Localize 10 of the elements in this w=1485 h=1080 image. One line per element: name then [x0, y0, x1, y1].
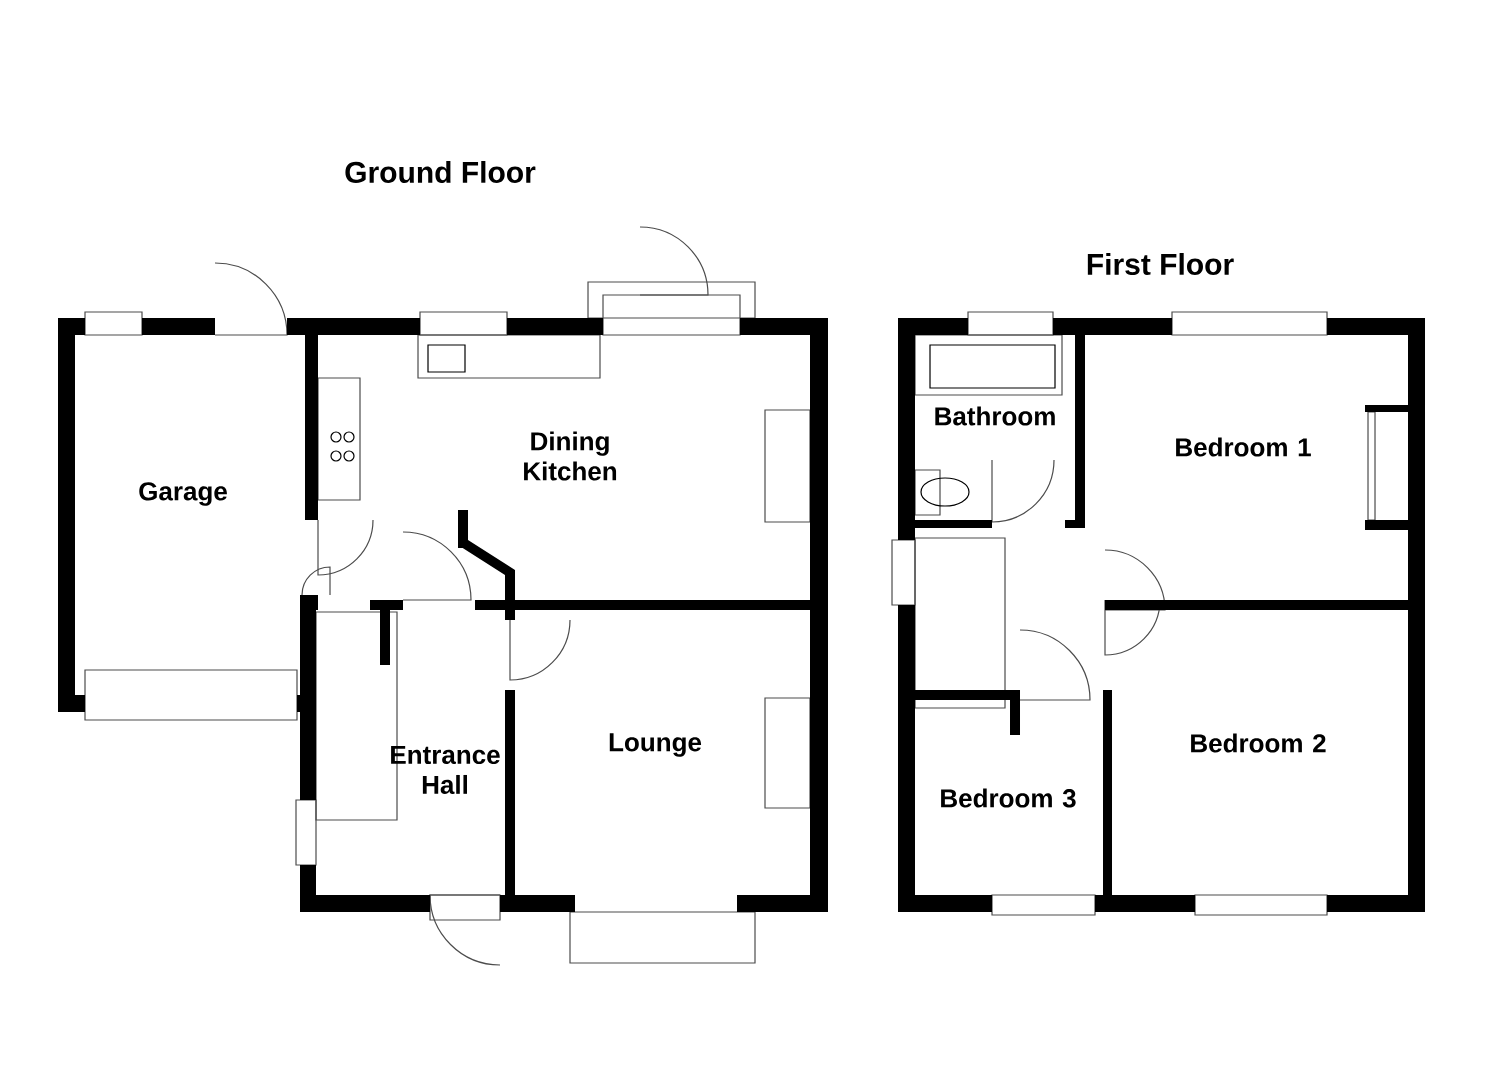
- floor-title: First Floor: [1087, 253, 1234, 275]
- room-label: Lounge: [609, 733, 702, 757]
- room-label: Bedroom 3: [941, 788, 1076, 808]
- room-label: Bathroom: [935, 406, 1055, 426]
- room-label: Bedroom 2: [1191, 733, 1326, 753]
- room-label: Bedroom 1: [1176, 437, 1311, 457]
- floor-title: Ground Floor: [345, 161, 536, 183]
- room-label: Dining Kitchen: [524, 431, 617, 481]
- room-label: Entrance Hall: [391, 745, 500, 795]
- room-label: Garage: [139, 482, 227, 506]
